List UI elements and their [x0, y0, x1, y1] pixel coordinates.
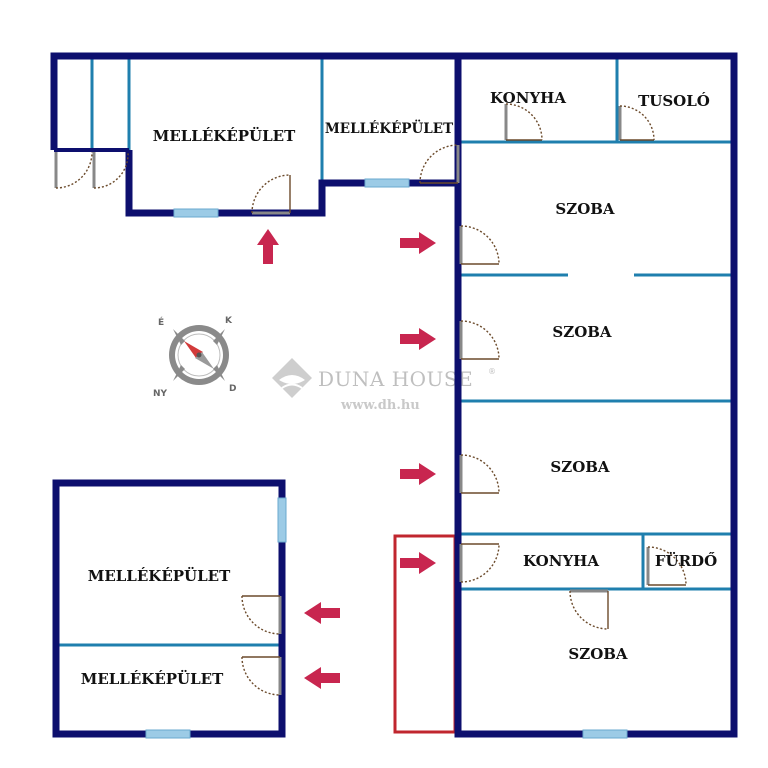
arrow-icon	[400, 463, 436, 485]
door	[618, 105, 655, 141]
door	[459, 543, 500, 583]
watermark-registered: ®	[488, 367, 496, 376]
watermark-brand: DUNA HOUSE	[318, 367, 473, 391]
door	[646, 546, 687, 586]
watermark-url: www.dh.hu	[340, 398, 420, 413]
entry-arrows	[257, 229, 436, 689]
room-label-mellekepulet-1: MELLÉKÉPÜLET	[153, 126, 296, 145]
compass-north: É	[158, 316, 164, 328]
room-label-mellekepulet-2: MELLÉKÉPÜLET	[325, 120, 453, 137]
door	[251, 174, 291, 215]
windows	[145, 178, 628, 739]
door	[459, 454, 500, 494]
room-label-tusolo: TUSOLÓ	[638, 92, 710, 110]
door	[92, 151, 129, 189]
room-label-szoba-3: SZOBA	[550, 458, 610, 476]
watermark: DUNA HOUSE ® www.dh.hu	[272, 358, 496, 413]
compass-west: NY	[153, 389, 168, 399]
room-labels: MELLÉKÉPÜLET MELLÉKÉPÜLET KONYHA TUSOLÓ …	[81, 89, 717, 688]
compass-icon: É K D NY	[153, 316, 236, 399]
room-label-szoba-1: SZOBA	[555, 200, 615, 218]
door	[54, 151, 93, 189]
arrow-icon	[304, 667, 340, 689]
door	[569, 589, 609, 630]
arrow-icon	[400, 232, 436, 254]
door	[504, 103, 543, 141]
arrow-icon	[257, 229, 279, 264]
room-label-mellekepulet-3: MELLÉKÉPÜLET	[88, 566, 231, 585]
arrow-icon	[304, 602, 340, 624]
door	[241, 656, 282, 696]
doors	[54, 103, 687, 696]
compass-south: D	[229, 384, 236, 394]
room-label-konyha-lower: KONYHA	[523, 552, 599, 570]
door	[241, 595, 282, 635]
duna-house-logo-icon	[272, 358, 312, 398]
door	[459, 320, 500, 360]
room-label-szoba-2: SZOBA	[552, 323, 612, 341]
arrow-icon	[400, 552, 436, 574]
inner-walls	[56, 56, 732, 647]
room-label-szoba-4: SZOBA	[568, 645, 628, 663]
compass-east: K	[225, 316, 233, 326]
door	[419, 144, 460, 184]
door	[459, 225, 500, 265]
room-label-konyha-top: KONYHA	[490, 89, 566, 107]
arrow-icon	[400, 328, 436, 350]
room-label-mellekepulet-4: MELLÉKÉPÜLET	[81, 669, 224, 688]
room-label-furdo: FÜRDŐ	[655, 551, 717, 570]
